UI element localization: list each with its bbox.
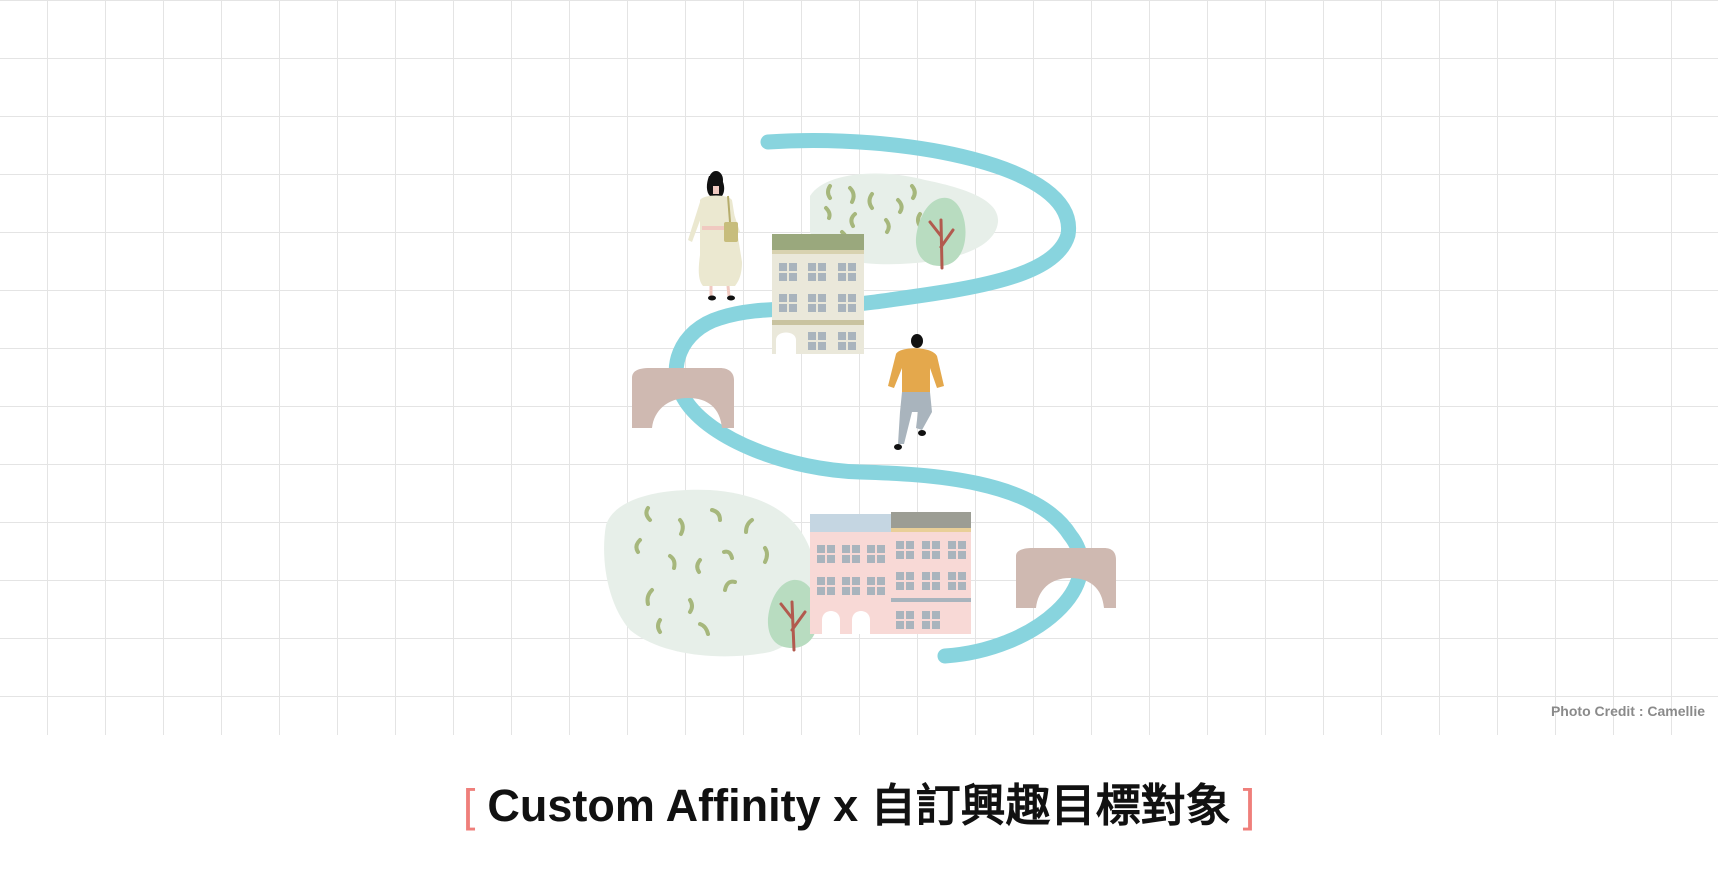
close-bracket: ]	[1242, 780, 1256, 831]
woman-figure	[688, 171, 742, 301]
city-river-illustration	[604, 133, 1116, 664]
river	[668, 133, 1089, 664]
caption-text: Custom Affinity x 自訂興趣目標對象	[487, 780, 1231, 831]
man-figure	[888, 334, 944, 450]
building-icon-lower	[810, 512, 971, 634]
open-bracket: [	[462, 780, 476, 831]
tree-icon-lower	[767, 579, 819, 652]
bush-icon-lower	[604, 489, 816, 657]
grid-background	[0, 0, 1718, 735]
caption-title: [Custom Affinity x 自訂興趣目標對象]	[0, 776, 1718, 836]
bridge-icon-left	[632, 368, 734, 428]
building-icon-upper	[772, 234, 864, 354]
bridge-icon-right	[1016, 548, 1116, 608]
photo-credit: Photo Credit : Camellie	[1550, 703, 1705, 719]
tree-icon-upper	[915, 197, 966, 270]
